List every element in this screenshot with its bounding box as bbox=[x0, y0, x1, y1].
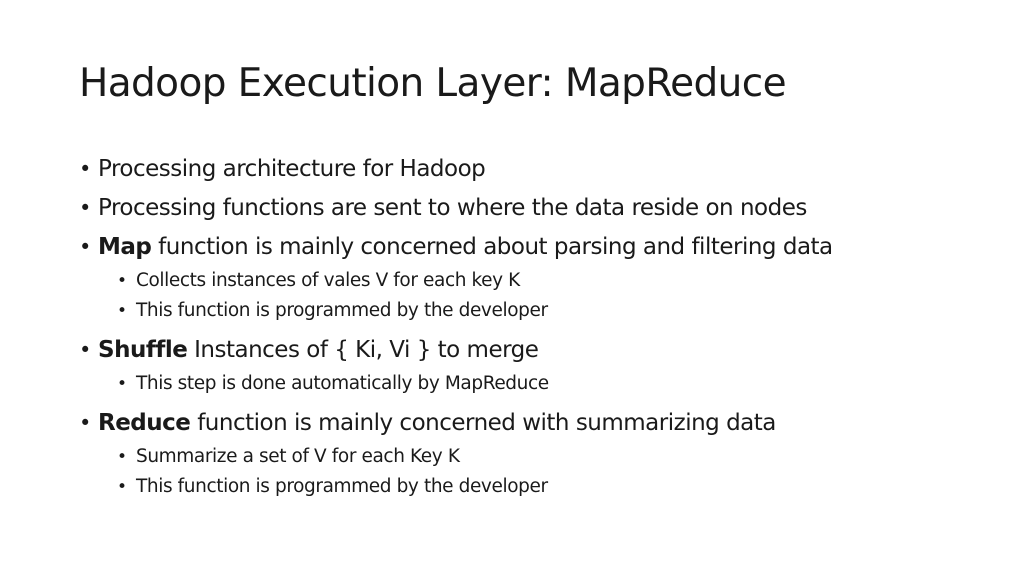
bullet-list: • Processing architecture for Hadoop • Proc… bbox=[79, 151, 979, 508]
sub-bullet-dot-icon: • bbox=[117, 301, 127, 321]
bullet-dot-icon: • bbox=[79, 338, 91, 362]
sub-bullet-list: • Summarize a set of V for each Key K • Thi… bbox=[79, 442, 979, 502]
bullet-line: • Processing architecture for Hadoop bbox=[79, 151, 979, 188]
bullet-text: Processing architecture for Hadoop bbox=[98, 156, 486, 182]
bullet-line: • Reduce function is mainly concerned wit… bbox=[79, 405, 979, 442]
bullet-item: • Processing functions are sent to where … bbox=[79, 190, 979, 227]
bullet-dot-icon: • bbox=[79, 196, 91, 220]
sub-bullet-text: This function is programmed by the devel… bbox=[136, 300, 548, 321]
sub-bullet-text: This function is programmed by the devel… bbox=[136, 476, 548, 497]
bullet-dot-icon: • bbox=[79, 411, 91, 435]
bullet-text: function is mainly concerned about parsi… bbox=[151, 234, 833, 260]
sub-bullet-dot-icon: • bbox=[117, 477, 127, 497]
sub-bullet-item: • This function is programmed by the deve… bbox=[117, 296, 979, 326]
sub-bullet-item: • This function is programmed by the deve… bbox=[117, 472, 979, 502]
slide-title: Hadoop Execution Layer: MapReduce bbox=[79, 61, 787, 106]
sub-bullet-item: • Summarize a set of V for each Key K bbox=[117, 442, 979, 472]
bullet-dot-icon: • bbox=[79, 235, 91, 259]
sub-bullet-dot-icon: • bbox=[117, 374, 127, 394]
bullet-text: function is mainly concerned with summar… bbox=[190, 410, 776, 436]
bullet-text: Instances of { Ki, Vi } to merge bbox=[187, 337, 539, 363]
bullet-text: Processing functions are sent to where t… bbox=[98, 195, 807, 221]
sub-bullet-item: • Collects instances of vales V for each … bbox=[117, 266, 979, 296]
bullet-line: • Map function is mainly concerned about … bbox=[79, 229, 979, 266]
bullet-keyword: Reduce bbox=[98, 410, 191, 436]
bullet-item: • Reduce function is mainly concerned wit… bbox=[79, 405, 979, 502]
bullet-line: • Processing functions are sent to where … bbox=[79, 190, 979, 227]
sub-bullet-list: • This step is done automatically by MapR… bbox=[79, 369, 979, 399]
bullet-keyword: Map bbox=[98, 234, 152, 260]
sub-bullet-dot-icon: • bbox=[117, 271, 127, 291]
bullet-dot-icon: • bbox=[79, 157, 91, 181]
sub-bullet-text: Collects instances of vales V for each k… bbox=[136, 270, 520, 291]
bullet-keyword: Shuffle bbox=[98, 337, 188, 363]
bullet-item: • Processing architecture for Hadoop bbox=[79, 151, 979, 188]
sub-bullet-item: • This step is done automatically by MapR… bbox=[117, 369, 979, 399]
sub-bullet-text: Summarize a set of V for each Key K bbox=[136, 446, 460, 467]
sub-bullet-text: This step is done automatically by MapRe… bbox=[136, 373, 549, 394]
bullet-item: • Shuffle Instances of { Ki, Vi } to merg… bbox=[79, 332, 979, 399]
sub-bullet-list: • Collects instances of vales V for each … bbox=[79, 266, 979, 326]
bullet-line: • Shuffle Instances of { Ki, Vi } to merg… bbox=[79, 332, 979, 369]
bullet-item: • Map function is mainly concerned about … bbox=[79, 229, 979, 326]
sub-bullet-dot-icon: • bbox=[117, 447, 127, 467]
